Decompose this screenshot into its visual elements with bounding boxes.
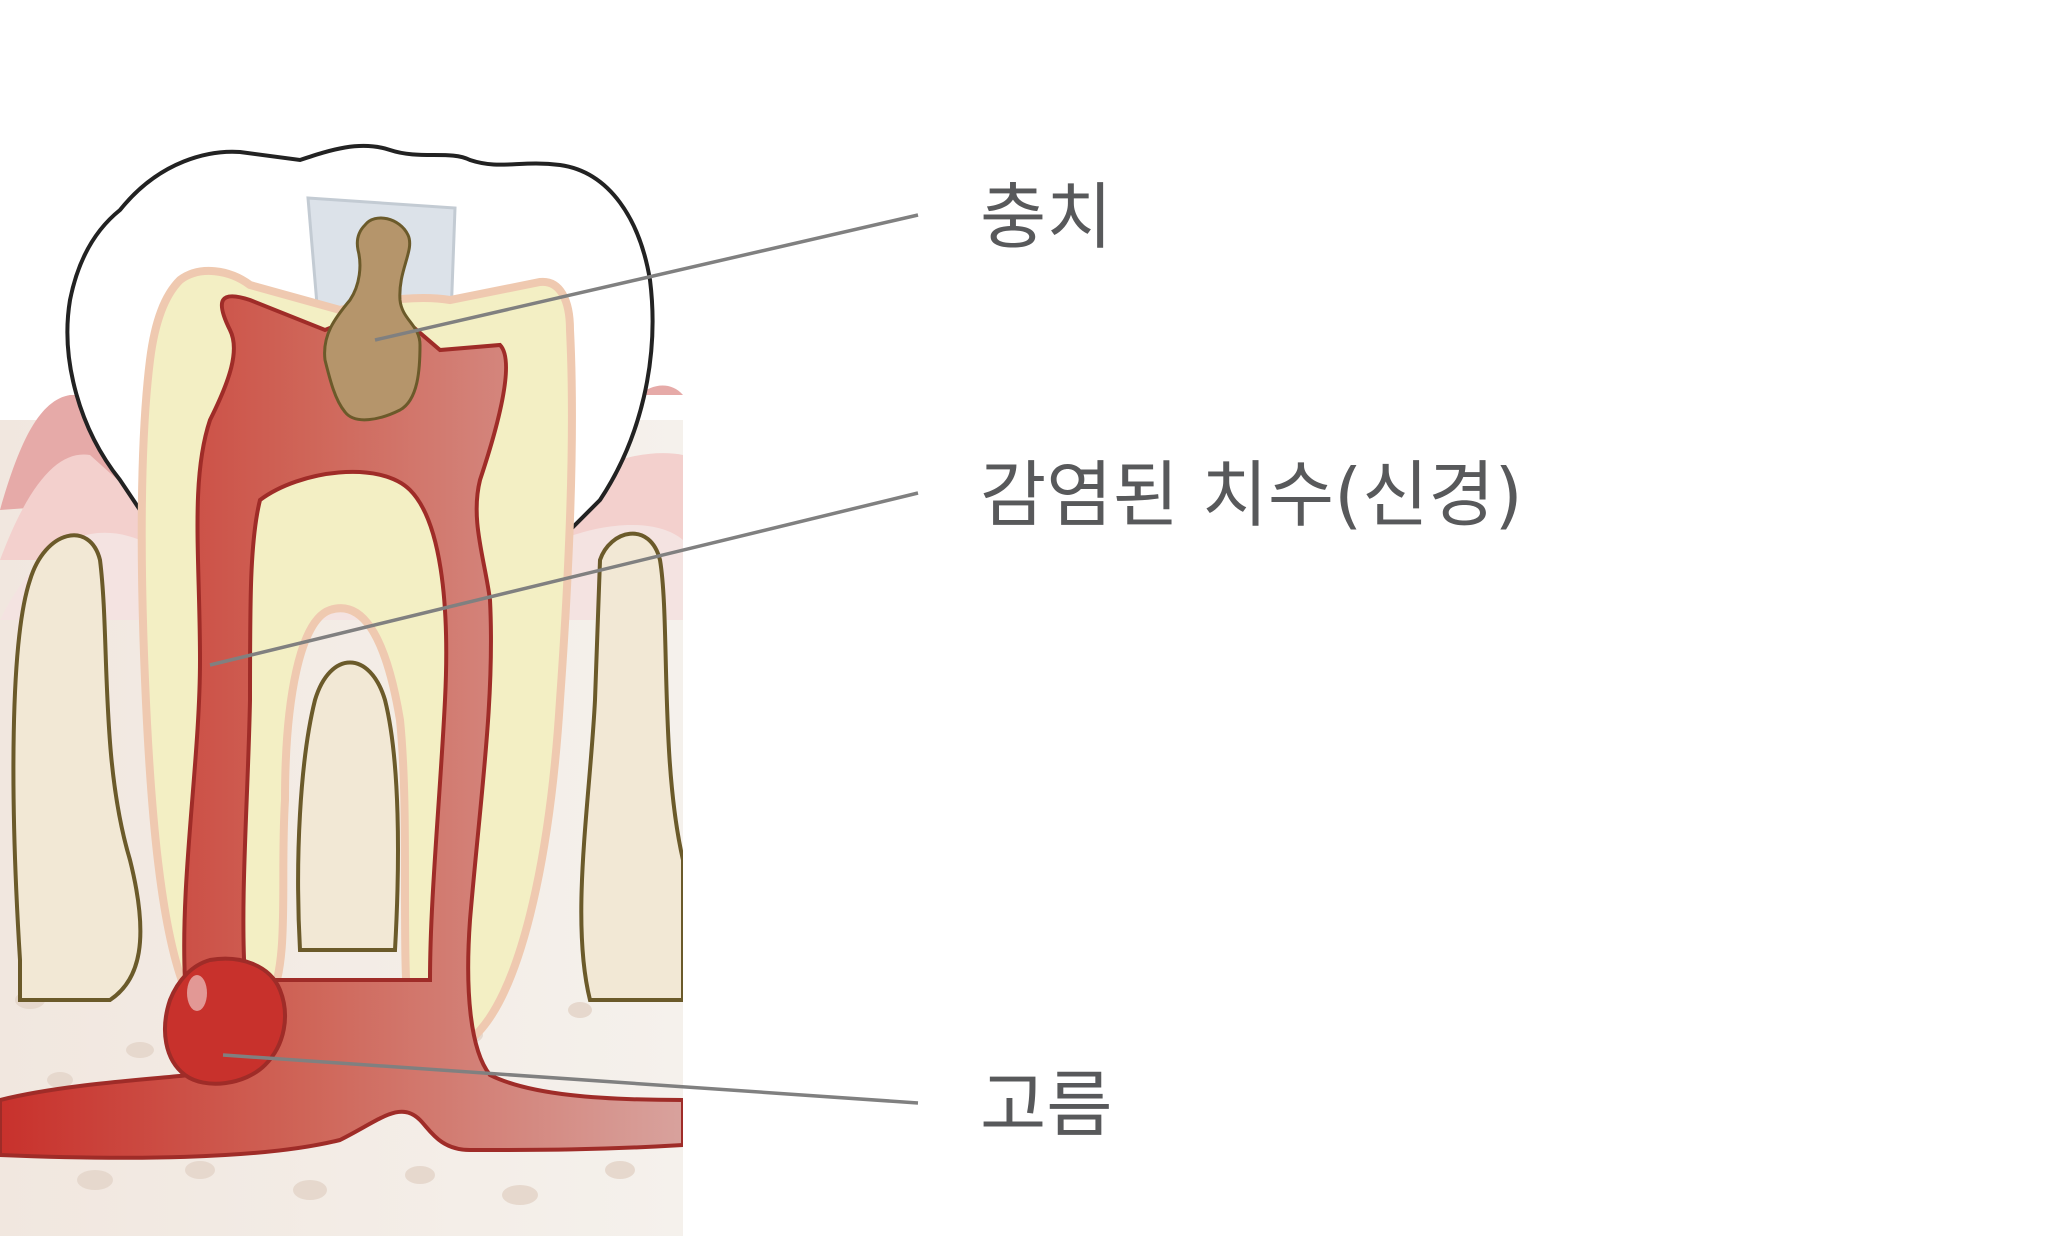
- pus-label: 고름: [980, 1063, 1112, 1147]
- right-neighbour-root: [579, 531, 683, 1002]
- abscess-highlight: [187, 975, 207, 1011]
- abscess: [163, 956, 287, 1086]
- pulp: [0, 287, 683, 1160]
- caries: [323, 216, 422, 422]
- caries-leader-line: [374, 213, 919, 342]
- pulp-leader-line: [209, 491, 919, 667]
- left-neighbour-root: [11, 533, 143, 1002]
- inter-root-bone: [296, 660, 400, 952]
- pus-leader-line: [222, 1053, 919, 1105]
- infected-pulp-label: 감염된 치수(신경): [980, 453, 1523, 537]
- caries-label: 충치: [980, 175, 1112, 259]
